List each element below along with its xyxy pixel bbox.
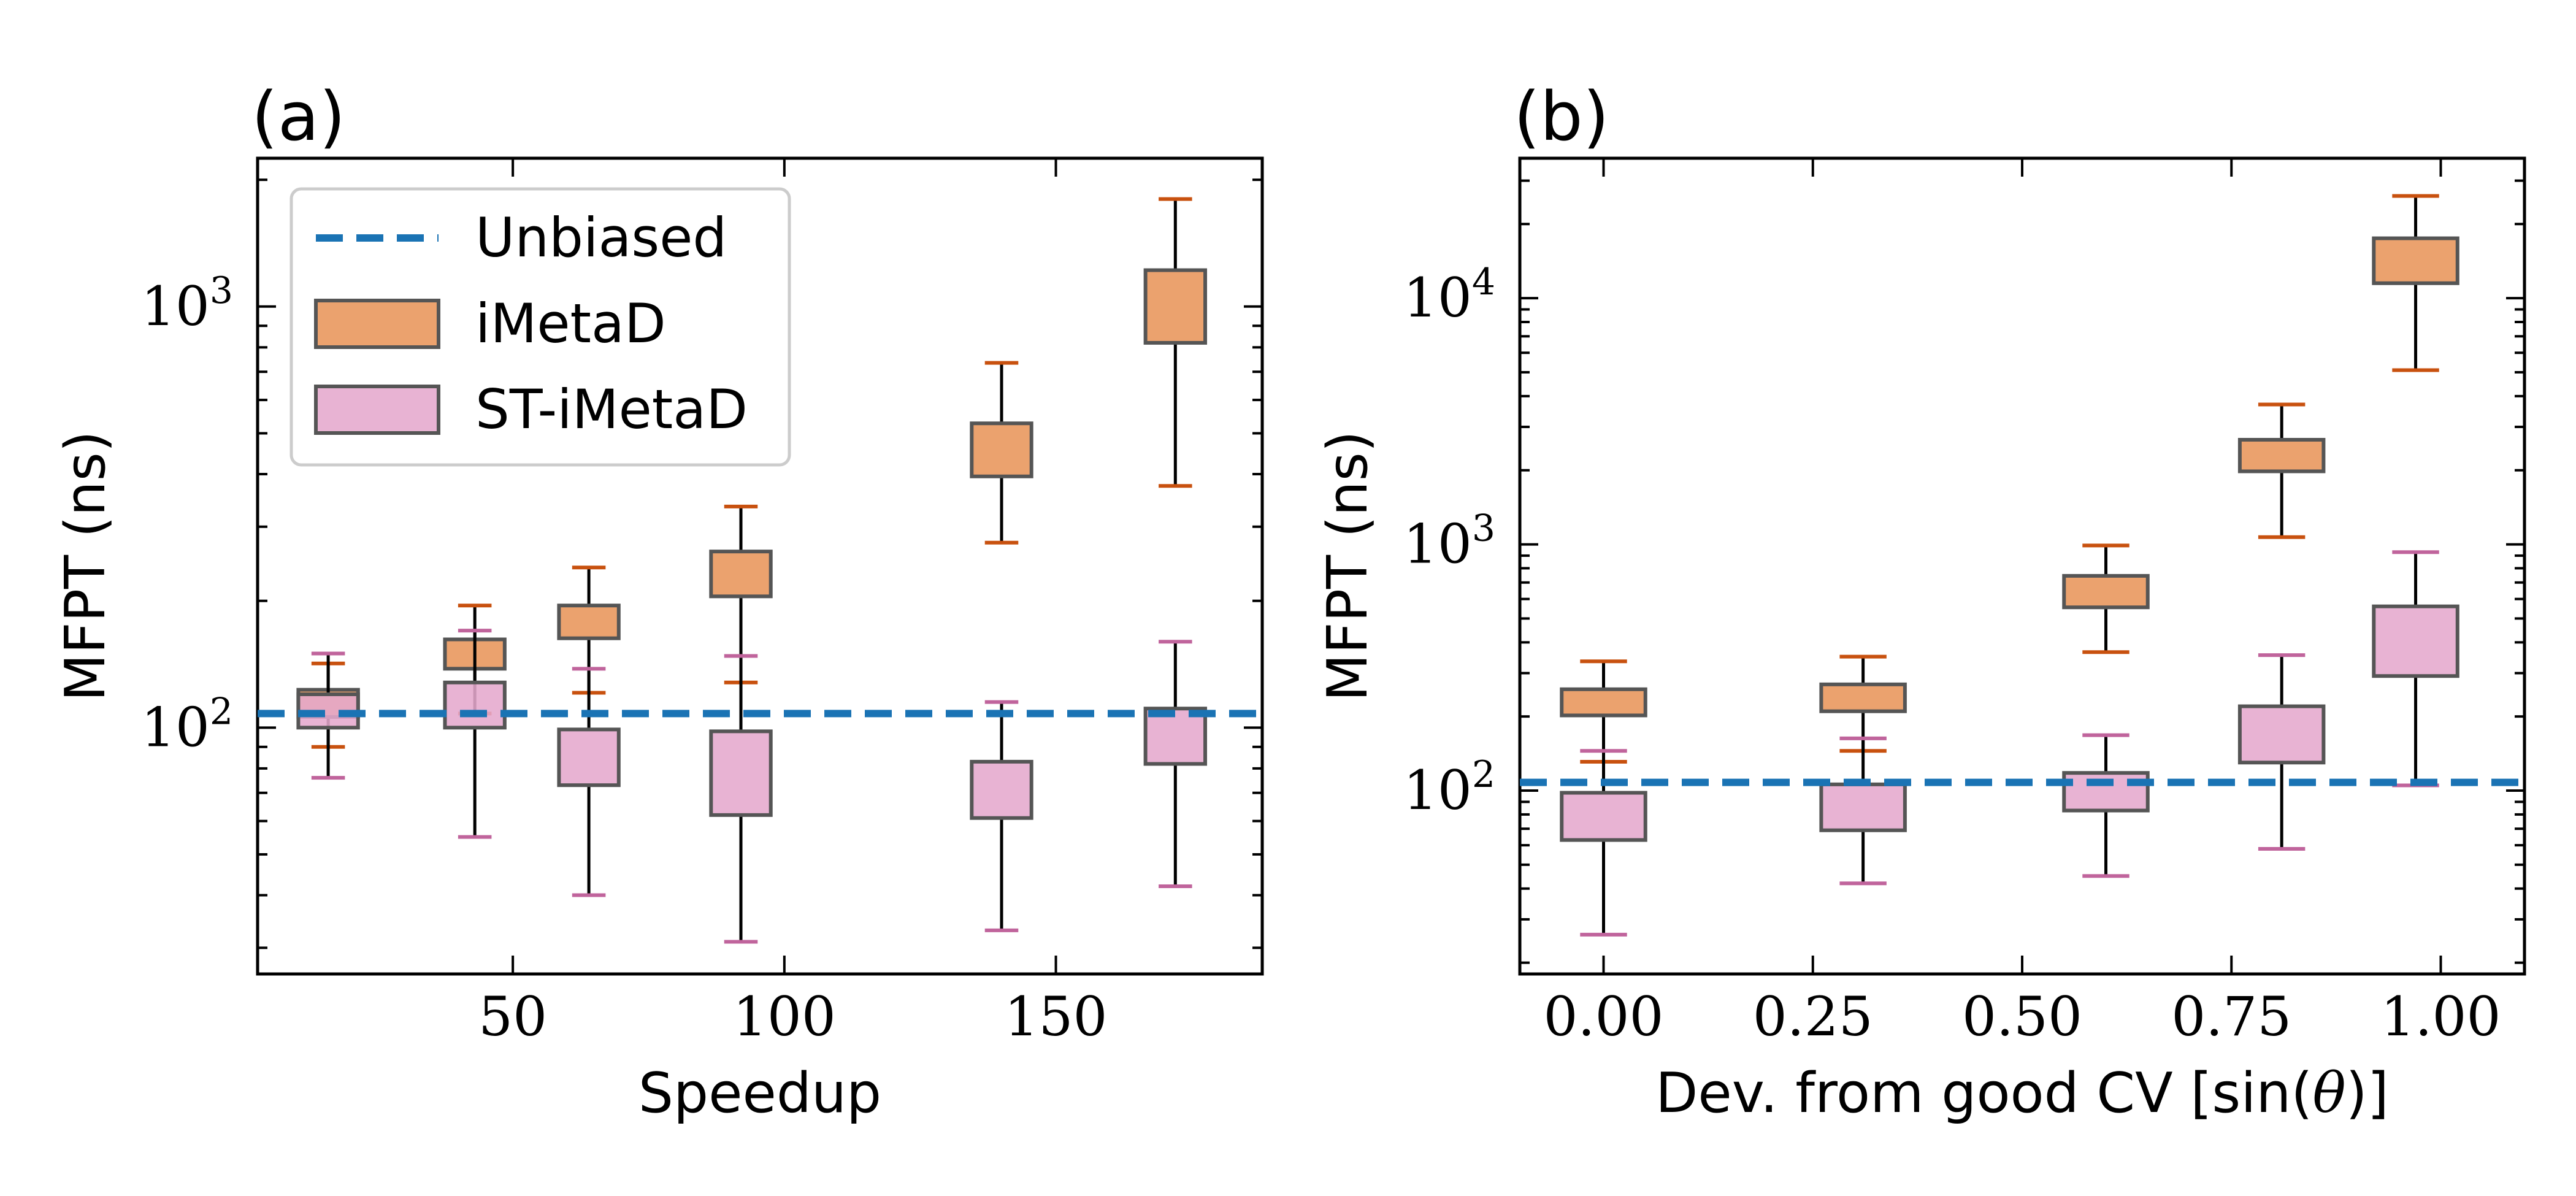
legend-entry-imetad: iMetaD: [314, 292, 666, 355]
x-axis-label-part: )]: [2346, 1061, 2389, 1125]
st-box: [557, 727, 621, 788]
legend-entry-st: ST-iMetaD: [314, 378, 748, 441]
data-layer: [258, 197, 1262, 944]
x-axis-label: Dev. from good CV [sin(θ)]: [1655, 1061, 2389, 1125]
y-axis-label: MFPT (ns): [1316, 431, 1380, 701]
x-tick-label: 1.00: [2381, 985, 2501, 1048]
x-tick-label: 0.00: [1544, 985, 1664, 1048]
plot-frame: [256, 156, 1264, 976]
y-tick-label: 102: [141, 690, 233, 759]
y-axis-label: MFPT (ns): [53, 431, 118, 701]
imetad-box: [970, 421, 1033, 478]
y-tick-label-base: 10: [1403, 759, 1472, 822]
imetad-box: [709, 550, 773, 599]
st-box: [970, 759, 1033, 820]
panel-label: (a): [251, 77, 345, 156]
st-box: [2372, 604, 2459, 678]
st-box: [443, 680, 507, 730]
imetad-box: [1819, 682, 1907, 713]
y-tick-label: 103: [141, 269, 233, 338]
st-box: [1560, 791, 1647, 842]
st-box: [1819, 782, 1907, 832]
y-tick-label-exponent: 3: [210, 269, 233, 312]
imetad-box: [1143, 268, 1208, 345]
y-tick-label: 102: [1403, 753, 1495, 822]
x-tick-label: 0.25: [1753, 985, 1873, 1048]
panel-label: (b): [1514, 77, 1609, 156]
legend-label: ST-iMetaD: [475, 378, 748, 441]
x-tick-label: 0.50: [1962, 985, 2082, 1048]
st-box: [709, 729, 773, 817]
y-tick-label-exponent: 2: [1472, 753, 1495, 796]
legend-label: Unbiased: [475, 206, 727, 269]
st-box: [2237, 704, 2326, 765]
x-tick-label: 150: [1005, 985, 1108, 1048]
imetad-box: [2372, 236, 2459, 285]
legend-entry-unbiased: Unbiased: [316, 206, 727, 269]
imetad-box: [1560, 687, 1647, 718]
y-tick-label-exponent: 4: [1472, 261, 1495, 304]
data-layer: [1520, 194, 2524, 937]
y-tick-label-base: 10: [1403, 266, 1472, 329]
x-tick-label: 50: [478, 985, 547, 1048]
x-axis-label-theta: θ: [2312, 1061, 2345, 1125]
legend-label: iMetaD: [475, 292, 666, 355]
y-tick-label-base: 10: [141, 275, 210, 338]
st-box: [1143, 707, 1208, 766]
y-tick-label-exponent: 3: [1472, 507, 1495, 550]
legend-swatch-box: [314, 299, 440, 349]
imetad-box: [2062, 573, 2150, 610]
y-tick-label-base: 10: [141, 696, 210, 759]
y-tick-label: 103: [1403, 507, 1495, 576]
x-tick-label: 100: [733, 985, 836, 1048]
legend: Unbiased iMetaD ST-iMetaD: [289, 187, 791, 467]
x-axis-label-part: Dev. from good CV [sin(: [1655, 1061, 2312, 1125]
x-axis-label: Speedup: [638, 1061, 881, 1125]
y-tick-label-base: 10: [1403, 513, 1472, 576]
x-tick-label: 0.75: [2171, 985, 2291, 1048]
y-tick-label-exponent: 2: [210, 690, 233, 733]
imetad-box: [2237, 437, 2326, 473]
st-box: [2062, 771, 2150, 813]
imetad-box: [557, 604, 621, 640]
y-tick-label: 104: [1403, 261, 1495, 329]
legend-swatch-box: [314, 385, 440, 435]
